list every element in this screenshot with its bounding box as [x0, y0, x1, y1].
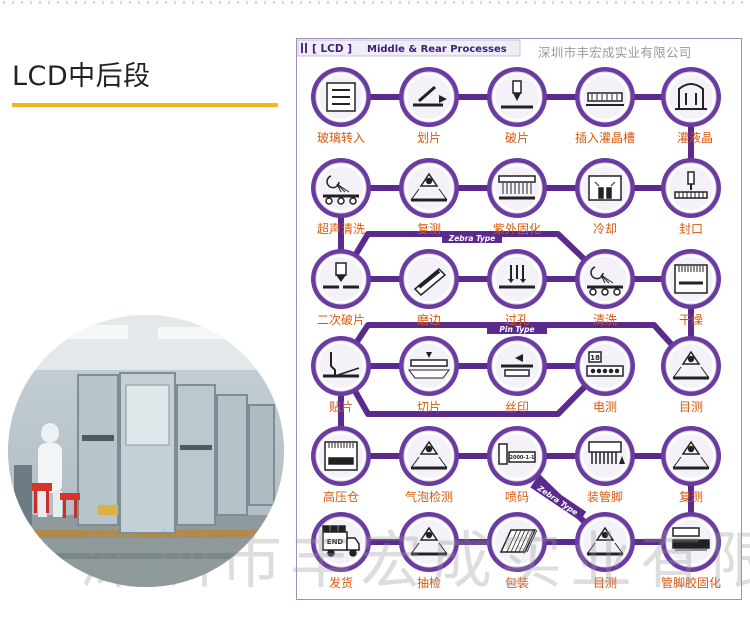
process-step-node: [399, 426, 459, 486]
chart-header-bracket: [ LCD ]: [312, 43, 352, 55]
process-step-node: [311, 336, 371, 396]
step-label: 磨边: [417, 313, 441, 327]
process-step-node: [575, 158, 635, 218]
process-step-node: [661, 67, 721, 127]
process-step-node: [399, 158, 459, 218]
step-label: 丝印: [505, 400, 529, 414]
chart-header-title: Middle & Rear Processes: [367, 44, 507, 55]
process-step-node: [487, 336, 547, 396]
step-label: 插入灌晶槽: [575, 131, 635, 145]
process-step-node: [661, 426, 721, 486]
step-label: 装管脚: [587, 489, 623, 504]
process-step-node: [311, 249, 371, 309]
svg-text:18: 18: [590, 354, 600, 362]
glass-input-icon: [327, 83, 355, 111]
step-label: 干燥: [679, 313, 703, 327]
step-label: 清洗: [593, 313, 617, 327]
process-step-node: [399, 336, 459, 396]
step-label: 切片: [417, 400, 441, 414]
process-step-node: [399, 249, 459, 309]
process-step-node: [661, 336, 721, 396]
process-step-node: [311, 67, 371, 127]
step-label: 玻璃转入: [317, 130, 365, 145]
process-step-node: [661, 249, 721, 309]
step-label: 喷码: [505, 490, 529, 504]
company-watermark: 深圳市丰宏成实业有限公司: [80, 510, 750, 600]
process-step-node: [487, 67, 547, 127]
step-label: 冷却: [593, 222, 617, 236]
step-label: 灌液晶: [677, 130, 713, 145]
process-step-node: 2000-1-1: [487, 426, 547, 486]
svg-text:Zebra Type: Zebra Type: [448, 234, 495, 243]
svg-text:2000-1-1: 2000-1-1: [509, 455, 535, 461]
step-label: 划片: [417, 131, 441, 145]
process-step-node: [661, 158, 721, 218]
heading-underline: [12, 103, 278, 107]
step-label: 气泡检测: [405, 489, 453, 504]
process-step-node: [311, 426, 371, 486]
step-label: 复测: [679, 490, 703, 504]
step-label: 高压仓: [323, 489, 359, 504]
step-label: 封口: [679, 222, 703, 236]
step-label: 复测: [417, 222, 441, 236]
top-dotted-border: [0, 0, 750, 6]
process-step-node: [311, 158, 371, 218]
process-step-node: [487, 158, 547, 218]
step-label: 过孔: [505, 313, 529, 327]
process-step-node: [575, 426, 635, 486]
process-step-node: [487, 249, 547, 309]
process-step-node: [399, 67, 459, 127]
step-label: 超声清洗: [317, 221, 365, 236]
step-label: 电测: [593, 400, 617, 414]
dry-icon: [675, 265, 707, 293]
process-step-node: [575, 249, 635, 309]
step-label: 二次破片: [317, 312, 365, 327]
step-label: 紫外固化: [493, 222, 541, 236]
company-name: 深圳市丰宏成实业有限公司: [538, 42, 692, 61]
step-label: 贴片: [329, 400, 353, 414]
process-step-node: 18: [575, 336, 635, 396]
autoclave-icon: [325, 442, 357, 470]
step-label: 目测: [679, 400, 703, 414]
page-heading: LCD中后段: [12, 54, 151, 93]
process-step-node: [575, 67, 635, 127]
step-label: 破片: [505, 130, 529, 145]
cooling-icon: [589, 176, 621, 200]
